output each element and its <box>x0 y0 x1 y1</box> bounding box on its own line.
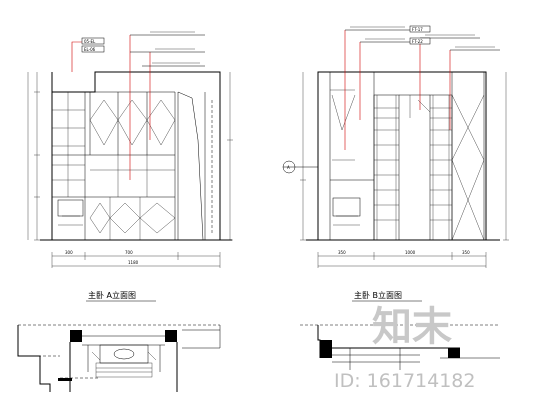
r-dim-bottom-1: 350 <box>338 250 346 255</box>
left-elevation: 300 700 1180 05-EL EL-06 主卧 A立面图 <box>27 31 233 302</box>
watermark-brand: 知末 <box>372 304 452 350</box>
dim-bottom-2: 700 <box>125 250 133 255</box>
r-callout-tag-2: FT-22 <box>412 39 423 44</box>
left-elevation-title: 主卧 A立面图 <box>88 290 136 300</box>
r-dim-bottom-2: 1000 <box>405 250 416 255</box>
r-dim-bottom-3: 350 <box>462 250 470 255</box>
watermark: 知末 ID: 161714182 <box>334 304 475 392</box>
r-callout-tag-1: FT-17 <box>412 27 423 32</box>
dim-bottom-1: 300 <box>65 250 73 255</box>
section-marker-label: A <box>287 165 290 170</box>
callout-tag-1: 05-EL <box>84 39 96 44</box>
dim-bottom-total: 1180 <box>128 260 139 265</box>
right-plan <box>300 324 500 370</box>
right-elevation-title: 主卧 B立面图 <box>354 290 402 300</box>
callout-tag-2: EL-06 <box>84 47 96 52</box>
right-elevation: A 350 1000 350 FT-17 FT-22 <box>282 25 509 302</box>
watermark-id: ID: 161714182 <box>334 370 475 392</box>
left-plan <box>17 324 221 392</box>
